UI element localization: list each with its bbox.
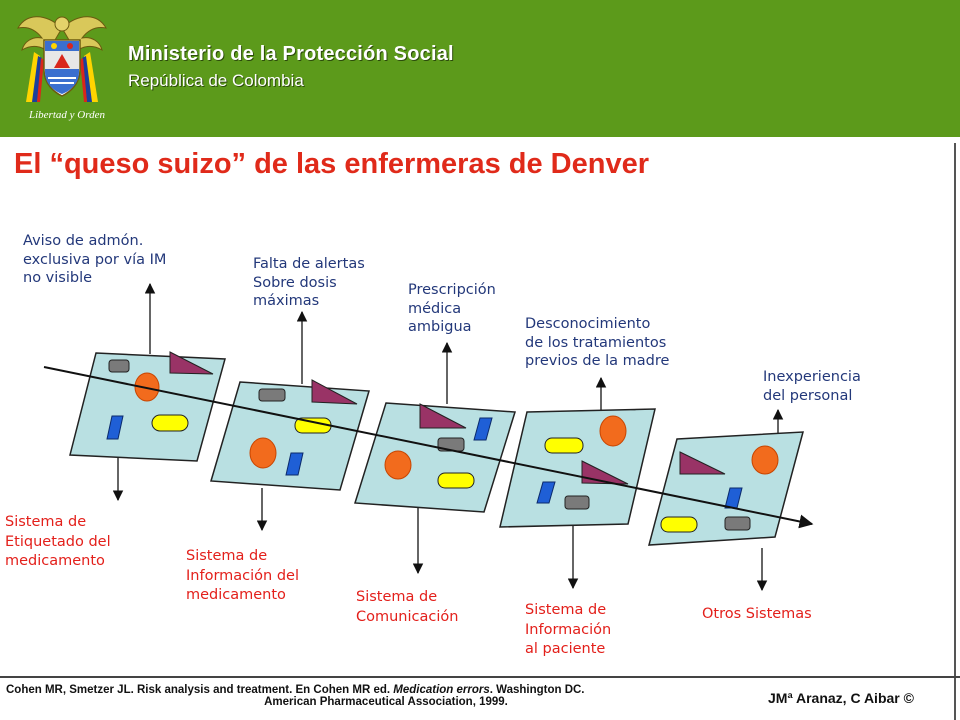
header-divider xyxy=(0,137,960,143)
citation: Cohen MR, Smetzer JL. Risk analysis and … xyxy=(6,684,585,708)
slide-border xyxy=(954,143,956,720)
ministry-name: Ministerio de la Protección Social xyxy=(128,43,454,65)
cheese-slice-1 xyxy=(69,351,226,462)
cheese-slice-4 xyxy=(499,408,656,528)
coat-of-arms-icon xyxy=(17,16,107,102)
footer-divider xyxy=(0,676,960,678)
error-trajectory-arrow xyxy=(43,366,814,529)
system-label-5: Otros Sistemas xyxy=(702,606,812,622)
header-bar xyxy=(0,0,960,137)
slide-title: El “queso suizo” de las enfermeras de De… xyxy=(14,148,650,180)
crest-motto: Libertad y Orden xyxy=(29,109,105,121)
cheese-slice-2 xyxy=(210,379,370,491)
cheese-slice-5 xyxy=(648,431,804,546)
cheese-slice-3 xyxy=(354,402,516,513)
country-name: República de Colombia xyxy=(128,71,304,90)
author-credit: JMª Aranaz, C Aibar © xyxy=(768,690,914,706)
